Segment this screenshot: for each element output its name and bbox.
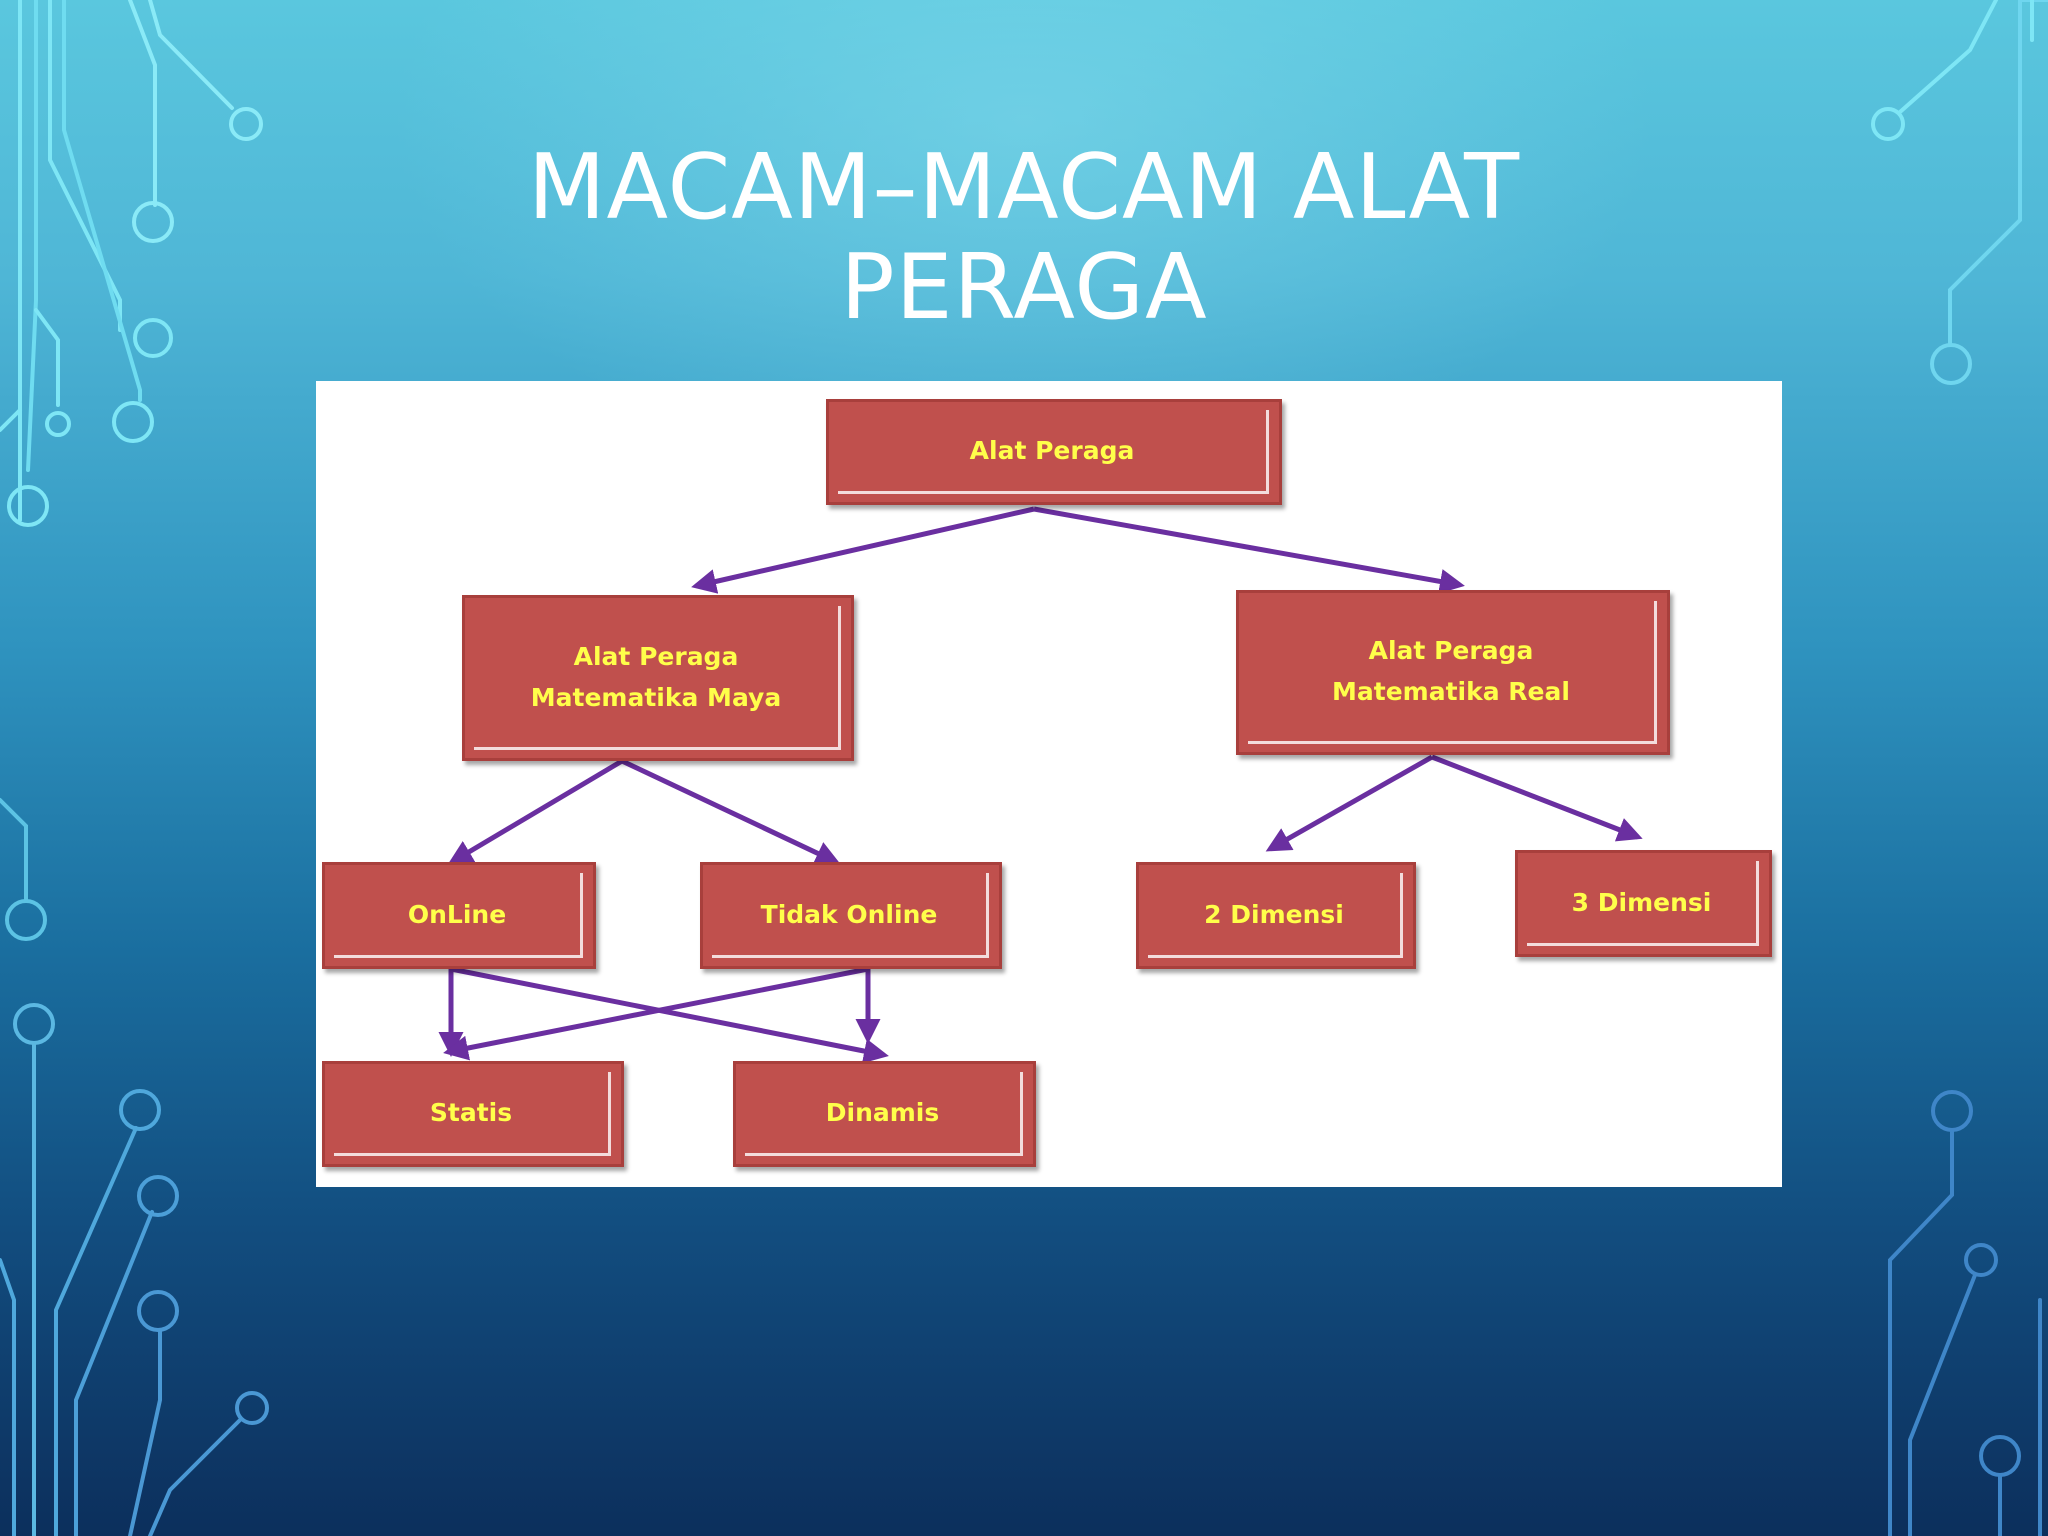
arrow-maya-to-online — [447, 758, 624, 865]
node-label: Tidak Online — [760, 899, 938, 929]
node-label: Alat Peraga Matematika Real — [1332, 630, 1570, 712]
slide-title: MACAM–MACAM ALAT PERAGA — [424, 138, 1624, 338]
node-label-line-1: Alat Peraga — [1368, 636, 1534, 665]
node-tidak-online: Tidak Online — [700, 862, 1002, 969]
node-alat-peraga-matematika-maya: Alat Peraga Matematika Maya — [462, 595, 854, 761]
arrow-root-to-maya — [691, 506, 1035, 594]
arrow-real-to-3-dimensi — [1431, 754, 1643, 842]
node-label: OnLine — [407, 899, 507, 929]
node-dinamis: Dinamis — [733, 1061, 1036, 1167]
node-label: Dinamis — [825, 1098, 940, 1127]
slide-title-line-2: PERAGA — [840, 235, 1208, 340]
arrow-real-to-2-dimensi — [1265, 754, 1434, 852]
diagram-panel: Alat Peraga Alat Peraga Matematika Maya … — [316, 381, 1782, 1187]
node-label-line-1: Alat Peraga — [573, 641, 739, 671]
node-label-line-2: Matematika Real — [1332, 677, 1570, 706]
node-label: Alat Peraga Matematika Maya — [531, 636, 781, 718]
node-alat-peraga-matematika-real: Alat Peraga Matematika Real — [1236, 590, 1670, 755]
node-label: Alat Peraga — [969, 436, 1135, 465]
arrow-tidak-online-to-statis — [443, 966, 869, 1061]
arrow-online-to-dinamis — [450, 966, 889, 1064]
node-2-dimensi: 2 Dimensi — [1136, 862, 1416, 969]
diagram-arrows — [438, 506, 1643, 1064]
node-label: 2 Dimensi — [1204, 899, 1344, 929]
node-statis: Statis — [322, 1061, 624, 1167]
node-label: Statis — [429, 1098, 513, 1127]
slide-title-line-1: MACAM–MACAM ALAT — [527, 135, 1521, 240]
arrow-maya-to-tidak-online — [620, 758, 841, 865]
node-online: OnLine — [322, 862, 596, 969]
node-label: 3 Dimensi — [1571, 887, 1712, 917]
node-3-dimensi: 3 Dimensi — [1515, 850, 1772, 957]
node-label-line-2: Matematika Maya — [530, 682, 782, 712]
circuit-decoration-left — [0, 0, 269, 1536]
arrow-root-to-real — [1033, 506, 1465, 594]
node-alat-peraga: Alat Peraga — [826, 399, 1282, 505]
